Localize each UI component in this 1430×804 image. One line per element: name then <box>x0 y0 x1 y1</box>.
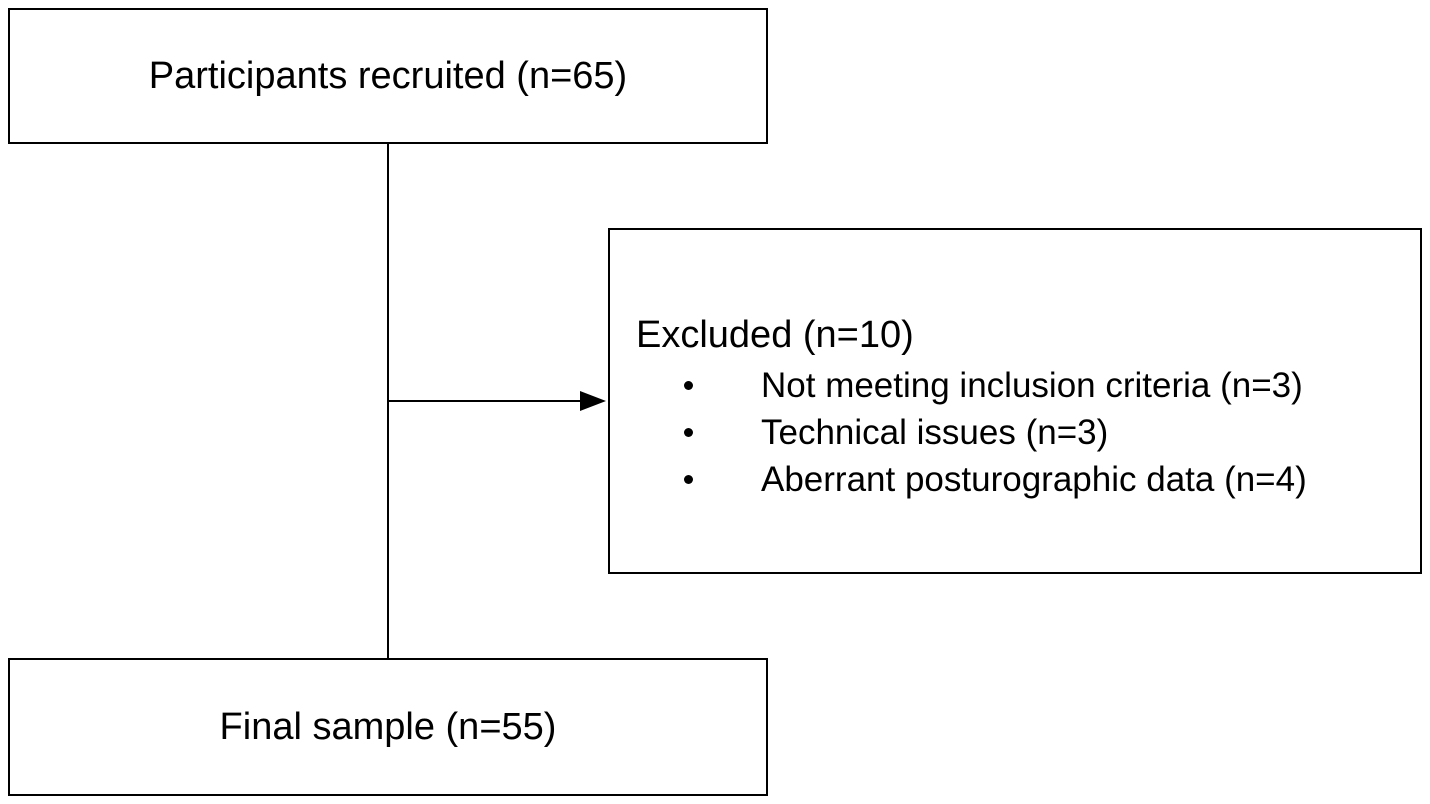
exclusion-reason-text: Not meeting inclusion criteria (n=3) <box>761 366 1303 405</box>
final-sample-box: Final sample (n=55) <box>8 658 768 796</box>
bullet-icon <box>684 381 693 390</box>
exclusion-reason-text: Technical issues (n=3) <box>761 413 1109 452</box>
final-sample-label: Final sample (n=55) <box>219 706 557 748</box>
excluded-box: Excluded (n=10) Not meeting inclusion cr… <box>608 228 1422 574</box>
participants-recruited-box: Participants recruited (n=65) <box>8 8 768 144</box>
excluded-heading: Excluded (n=10) <box>636 314 914 356</box>
exclusion-arrowhead <box>580 391 606 411</box>
bullet-icon <box>684 475 693 484</box>
participants-recruited-label: Participants recruited (n=65) <box>148 55 628 97</box>
exclusion-reason-text: Aberrant posturographic data (n=4) <box>761 460 1307 499</box>
bullet-icon <box>684 428 693 437</box>
